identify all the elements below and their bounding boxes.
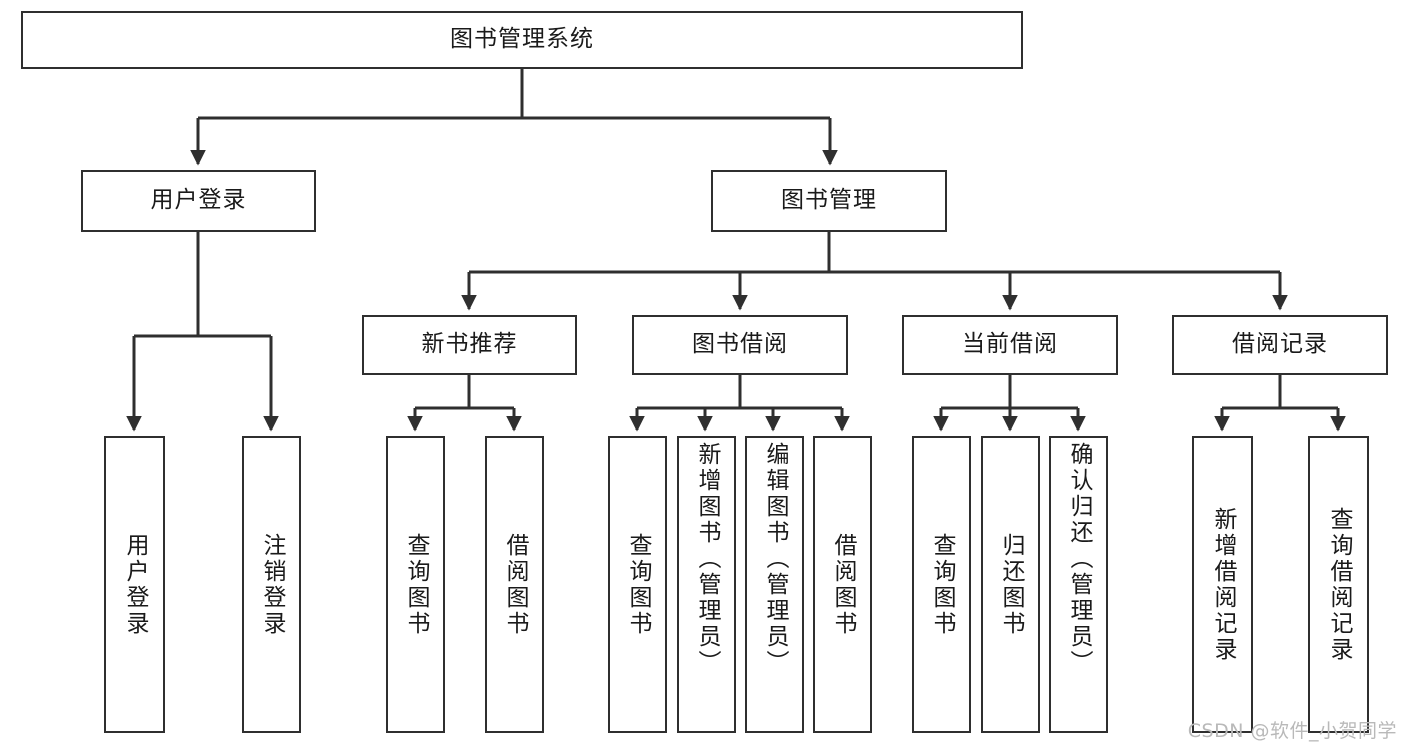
vertical-text-wrap: 注销登录: [259, 438, 285, 731]
node-leaf-query-book-2[interactable]: 查询图书: [608, 436, 667, 733]
node-leaf-user-login-label: 用户登录: [122, 532, 148, 637]
node-borrow-record[interactable]: 借阅记录: [1172, 315, 1388, 375]
node-borrow-record-label: 借阅记录: [1232, 331, 1328, 358]
vertical-text-wrap: 查询图书: [403, 438, 429, 731]
node-leaf-add-borrow-record[interactable]: 新增借阅记录: [1192, 436, 1253, 733]
node-book-borrow[interactable]: 图书借阅: [632, 315, 848, 375]
node-leaf-query-book-1[interactable]: 查询图书: [386, 436, 445, 733]
node-leaf-edit-book-admin[interactable]: 编辑图书（管理员）: [745, 436, 804, 733]
vertical-text-wrap: 查询图书: [929, 438, 955, 731]
node-leaf-query-book-3-label: 查询图书: [929, 532, 955, 637]
node-leaf-borrow-book-2[interactable]: 借阅图书: [813, 436, 872, 733]
node-leaf-query-book-2-label: 查询图书: [625, 532, 651, 637]
node-new-book-recommend[interactable]: 新书推荐: [362, 315, 577, 375]
node-leaf-logout[interactable]: 注销登录: [242, 436, 301, 733]
vertical-text-wrap: 用户登录: [122, 438, 148, 731]
node-leaf-add-borrow-record-label: 新增借阅记录: [1210, 506, 1236, 663]
node-leaf-edit-book-admin-label: 编辑图书（管理员）: [762, 442, 788, 676]
node-leaf-query-book-1-label: 查询图书: [403, 532, 429, 637]
node-book-borrow-label: 图书借阅: [692, 331, 788, 358]
watermark-text: CSDN @软件_小贺同学: [1187, 720, 1397, 742]
node-current-borrow[interactable]: 当前借阅: [902, 315, 1118, 375]
node-user-login-label: 用户登录: [150, 187, 247, 214]
node-leaf-borrow-book-1[interactable]: 借阅图书: [485, 436, 544, 733]
node-leaf-add-book-admin[interactable]: 新增图书（管理员）: [677, 436, 736, 733]
node-leaf-borrow-book-2-label: 借阅图书: [830, 532, 856, 637]
node-leaf-query-book-3[interactable]: 查询图书: [912, 436, 971, 733]
node-leaf-user-login[interactable]: 用户登录: [104, 436, 165, 733]
node-leaf-query-borrow-record[interactable]: 查询借阅记录: [1308, 436, 1369, 733]
node-leaf-return-book-label: 归还图书: [998, 532, 1024, 637]
vertical-text-wrap: 新增图书（管理员）: [694, 438, 720, 735]
vertical-text-wrap: 借阅图书: [830, 438, 856, 731]
node-leaf-return-book[interactable]: 归还图书: [981, 436, 1040, 733]
node-current-borrow-label: 当前借阅: [962, 331, 1058, 358]
node-leaf-confirm-return-admin[interactable]: 确认归还（管理员）: [1049, 436, 1108, 733]
node-leaf-borrow-book-1-label: 借阅图书: [502, 532, 528, 637]
vertical-text-wrap: 编辑图书（管理员）: [762, 438, 788, 735]
node-book-management[interactable]: 图书管理: [711, 170, 947, 232]
node-leaf-add-book-admin-label: 新增图书（管理员）: [694, 442, 720, 676]
vertical-text-wrap: 查询图书: [625, 438, 651, 731]
vertical-text-wrap: 确认归还（管理员）: [1066, 438, 1092, 735]
vertical-text-wrap: 查询借阅记录: [1326, 438, 1352, 731]
node-user-login[interactable]: 用户登录: [81, 170, 316, 232]
node-leaf-query-borrow-record-label: 查询借阅记录: [1326, 506, 1352, 663]
vertical-text-wrap: 借阅图书: [502, 438, 528, 731]
node-root[interactable]: 图书管理系统: [21, 11, 1023, 69]
vertical-text-wrap: 新增借阅记录: [1210, 438, 1236, 731]
node-root-label: 图书管理系统: [450, 26, 594, 53]
vertical-text-wrap: 归还图书: [998, 438, 1024, 731]
node-leaf-confirm-return-admin-label: 确认归还（管理员）: [1066, 442, 1092, 676]
node-book-management-label: 图书管理: [781, 187, 877, 214]
node-leaf-logout-label: 注销登录: [259, 532, 285, 637]
node-new-book-recommend-label: 新书推荐: [421, 331, 518, 358]
